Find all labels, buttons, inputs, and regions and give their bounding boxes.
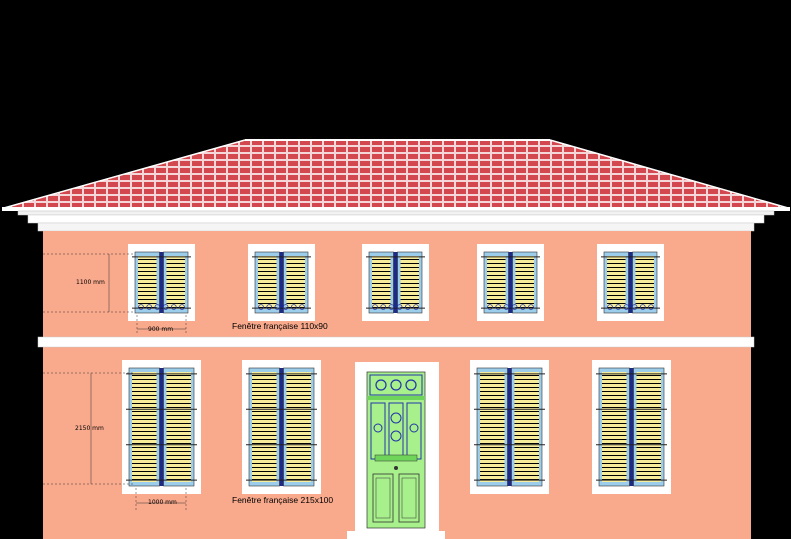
- upper-width-label: 900 mm: [148, 326, 173, 333]
- window-lower-1: [122, 360, 201, 494]
- window-upper-2: [248, 244, 315, 321]
- window-lower-4: [592, 360, 671, 494]
- upper-caption: Fenêtre française 110x90: [232, 321, 328, 331]
- lower-dimension-lines: [43, 372, 187, 510]
- window-lower-2: [242, 360, 321, 494]
- window-upper-3: [362, 244, 429, 321]
- window-upper-1: [128, 244, 195, 321]
- entrance-door: [347, 362, 445, 539]
- lower-width-label: 1000 mm: [148, 499, 177, 506]
- string-course: [37, 336, 755, 348]
- upper-dimension-lines: [43, 253, 187, 334]
- window-upper-4: [477, 244, 544, 321]
- cornice: [2, 207, 790, 232]
- lower-caption: Fenêtre française 215x100: [232, 495, 333, 505]
- window-lower-3: [470, 360, 549, 494]
- upper-windows: [128, 244, 664, 321]
- window-upper-5: [597, 244, 664, 321]
- lower-windows: [122, 360, 671, 494]
- upper-height-label: 1100 mm: [76, 279, 105, 286]
- lower-height-label: 2150 mm: [75, 425, 104, 432]
